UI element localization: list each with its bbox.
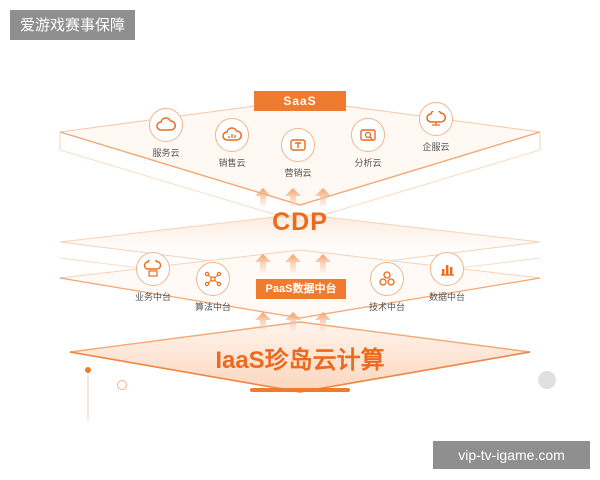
deco-ring <box>117 380 127 390</box>
bar-chart-icon <box>430 252 464 286</box>
saas-node-label: 营销云 <box>284 169 312 179</box>
saas-node-label: 服务云 <box>152 149 180 159</box>
saas-node-label: 企服云 <box>422 143 450 153</box>
saas-node-label: 销售云 <box>218 159 246 169</box>
paas-node-business[interactable]: 业务中台 <box>118 252 188 303</box>
paas-node-label: 业务中台 <box>134 293 171 303</box>
paas-tag: PaaS数据中台 <box>256 279 346 299</box>
cloud-chart-icon <box>215 118 249 152</box>
saas-tag: SaaS <box>254 91 346 111</box>
paas-node-algorithm[interactable]: 算法中台 <box>178 262 248 313</box>
saas-node-service-cloud[interactable]: 服务云 <box>131 108 201 159</box>
cloud-icon <box>149 108 183 142</box>
watermark-badge: vip-tv-igame.com <box>433 441 590 469</box>
arrows-middle <box>255 254 331 272</box>
saas-node-analysis-cloud[interactable]: 分析云 <box>333 118 403 169</box>
cubes-icon <box>370 262 404 296</box>
analysis-icon <box>351 118 385 152</box>
iaas-label: IaaS珍岛云计算 <box>215 347 385 374</box>
saas-node-marketing-cloud[interactable]: 营销云 <box>263 128 333 179</box>
deco-dot <box>85 367 91 373</box>
paas-node-label: 数据中台 <box>428 293 465 303</box>
marketing-cloud-icon <box>281 128 315 162</box>
paas-node-data[interactable]: 数据中台 <box>412 252 482 303</box>
cloud-network-icon <box>419 102 453 136</box>
saas-node-enterprise-cloud[interactable]: 企服云 <box>401 102 471 153</box>
header-badge: 爱游戏赛事保障 <box>10 10 136 40</box>
arrows-upper <box>255 188 331 206</box>
server-cloud-icon <box>136 252 170 286</box>
deco-grey-dot <box>538 371 556 389</box>
paas-node-technology[interactable]: 技术中台 <box>352 262 422 313</box>
saas-node-label: 分析云 <box>354 159 382 169</box>
paas-node-label: 算法中台 <box>194 303 231 313</box>
saas-node-sales-cloud[interactable]: 销售云 <box>197 118 267 169</box>
iaas-layer-base <box>69 321 531 393</box>
arrows-lower <box>255 312 331 330</box>
cdp-label: CDP <box>272 208 328 236</box>
network-nodes-icon <box>196 262 230 296</box>
paas-node-label: 技术中台 <box>368 303 405 313</box>
